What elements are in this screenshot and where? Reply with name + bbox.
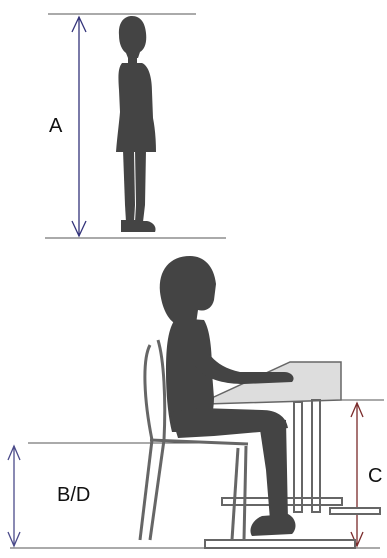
school-chair (138, 339, 249, 541)
school-desk (201, 361, 381, 549)
seated-child-silhouette (159, 256, 296, 536)
standing-height-label: A (49, 115, 63, 137)
desk-height-label: C (368, 465, 383, 487)
standing-child-silhouette (116, 16, 156, 232)
desk-height-arrow (350, 401, 364, 548)
standing-height-arrow (71, 15, 87, 238)
seat-height-label: B/D (57, 484, 91, 506)
seat-height-arrow (7, 444, 21, 548)
